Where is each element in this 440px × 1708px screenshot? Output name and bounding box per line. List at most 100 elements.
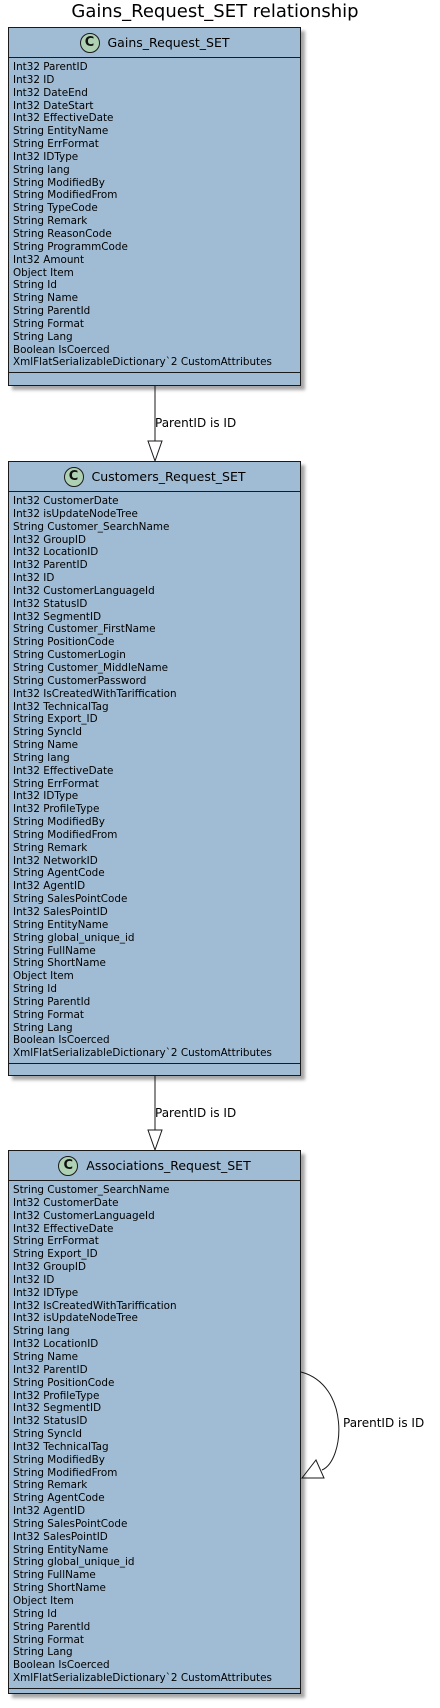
class-attribute: Int32 isUpdateNodeTree [13, 507, 138, 520]
class-attribute: String lang [13, 1325, 70, 1338]
class-attribute: Int32 LocationID [13, 1338, 99, 1351]
class-attribute: String ModifiedFrom [13, 189, 118, 202]
inheritance-arrowhead [147, 1129, 163, 1152]
class-attribute: String TypeCode [13, 202, 98, 215]
class-attribute: Int32 SalesPointID [13, 1530, 108, 1543]
class-attribute: String Remark [13, 1479, 88, 1492]
class-attribute: String ShortName [13, 1582, 106, 1595]
class-attribute: Int32 DateEnd [13, 86, 88, 99]
class-attribute: Int32 EffectiveDate [13, 764, 114, 777]
class-attribute: String ShortName [13, 957, 106, 970]
class-methods-compartment [9, 1687, 300, 1696]
class-attribute: Int32 IDType [13, 790, 79, 803]
class-attribute: String FullName [13, 944, 96, 957]
class-attribute: String ErrFormat [13, 777, 99, 790]
class-attribute: String AgentCode [13, 867, 105, 880]
class-attribute: String EntityName [13, 918, 109, 931]
class-attribute: String ModifiedBy [13, 1453, 105, 1466]
class-attribute: Int32 ID [13, 572, 55, 585]
class-name: Customers_Request_SET [91, 469, 246, 484]
class-attribute: String Export_ID [13, 1248, 98, 1261]
class-attribute: String Name [13, 739, 78, 752]
class-attribute: String Format [13, 1008, 84, 1021]
class-attribute: Boolean IsCoerced [13, 1034, 110, 1047]
relation-gains-customers-connector [147, 386, 163, 463]
class-attribute: String ErrFormat [13, 138, 99, 151]
class-attribute: Int32 TechnicalTag [13, 700, 109, 713]
class-attribute: String ParentId [13, 1620, 91, 1633]
class-attribute: XmlFlatSerializableDictionary`2 CustomAt… [13, 1672, 272, 1685]
class-attribute: String SyncId [13, 1428, 83, 1441]
class-attribute: String Id [13, 1607, 57, 1620]
class-box-customers-request-set[interactable]: C Customers_Request_SET Int32 CustomerDa… [8, 461, 301, 1076]
class-attribute: Int32 AgentID [13, 1505, 86, 1518]
class-attribute: String Id [13, 279, 57, 292]
class-attribute: String Name [13, 1350, 78, 1363]
class-attribute: Int32 IDType [13, 1286, 79, 1299]
class-attribute: String ModifiedFrom [13, 828, 118, 841]
class-attribute: Int32 CustomerLanguageId [13, 584, 155, 597]
class-attribute: String ErrFormat [13, 1235, 99, 1248]
class-attribute: Int32 NetworkID [13, 854, 98, 867]
class-attribute: String ProgrammCode [13, 240, 128, 253]
relation-customers-associations-connector [147, 1076, 163, 1152]
class-stereotype-icon: C [79, 32, 100, 53]
class-attribute: String AgentCode [13, 1492, 105, 1505]
class-attribute: String FullName [13, 1569, 96, 1582]
class-attribute: Int32 IsCreatedWithTariffication [13, 1299, 177, 1312]
class-attribute: String PositionCode [13, 636, 115, 649]
class-attribute: XmlFlatSerializableDictionary`2 CustomAt… [13, 1047, 272, 1060]
class-attribute: String Remark [13, 841, 88, 854]
class-attribute: Int32 SalesPointID [13, 906, 108, 918]
class-attribute: String Customer_MiddleName [13, 661, 168, 674]
class-attribute: Int32 AgentID [13, 880, 86, 893]
class-attribute: Int32 ProfileType [13, 803, 100, 816]
class-attribute: Object Item [13, 266, 74, 279]
class-attribute: Boolean IsCoerced [13, 343, 110, 356]
class-attribute: Int32 DateStart [13, 99, 94, 112]
class-attribute: String Lang [13, 330, 73, 343]
class-attribute: Int32 EffectiveDate [13, 112, 114, 125]
class-attribute: String ModifiedBy [13, 816, 105, 829]
class-attribute: Int32 CustomerLanguageId [13, 1209, 155, 1222]
class-attribute: Int32 isUpdateNodeTree [13, 1312, 138, 1325]
class-attribute: Int32 IsCreatedWithTariffication [13, 687, 177, 700]
class-attribute: String ParentId [13, 995, 91, 1008]
class-attribute: String ModifiedFrom [13, 1466, 118, 1479]
class-attribute: String lang [13, 751, 70, 764]
class-attribute: String Customer_SearchName [13, 520, 170, 533]
class-name: Gains_Request_SET [107, 35, 230, 50]
class-attribute: Int32 StatusID [13, 597, 88, 610]
class-attribute: String Export_ID [13, 713, 98, 726]
class-box-associations-request-set[interactable]: C Associations_Request_SET String Custom… [8, 1150, 301, 1694]
class-attribute: String SalesPointCode [13, 893, 128, 906]
class-attribute: String Remark [13, 215, 88, 228]
class-attribute: String global_unique_id [13, 1556, 135, 1569]
class-attribute: String EntityName [13, 1543, 109, 1556]
relation-label-customers-associations: ParentID is ID [155, 1106, 237, 1120]
class-attribute: String SalesPointCode [13, 1517, 128, 1530]
class-attribute: Object Item [13, 1595, 74, 1607]
class-attribute: String CustomerLogin [13, 649, 126, 662]
class-attribute: Int32 ParentID [13, 1363, 88, 1376]
diagram-title: Gains_Request_SET relationship [71, 1, 359, 22]
class-header: C Gains_Request_SET [9, 28, 300, 58]
class-attribute: Int32 SegmentID [13, 1402, 102, 1415]
class-attribute: Int32 EffectiveDate [13, 1222, 114, 1235]
class-attribute: String ReasonCode [13, 227, 112, 240]
class-attribute: String PositionCode [13, 1376, 115, 1389]
class-attribute: String Format [13, 1633, 84, 1646]
class-attribute: Int32 StatusID [13, 1415, 88, 1428]
relation-label-gains-customers: ParentID is ID [155, 416, 237, 430]
class-attribute: String Id [13, 983, 57, 996]
class-attribute: Int32 Amount [13, 253, 85, 266]
class-attribute: String ParentId [13, 305, 91, 318]
class-attribute: String SyncId [13, 726, 83, 739]
class-attribute: Object Item [13, 970, 74, 983]
class-attribute: Int32 TechnicalTag [13, 1440, 109, 1453]
class-attribute: String global_unique_id [13, 931, 135, 944]
